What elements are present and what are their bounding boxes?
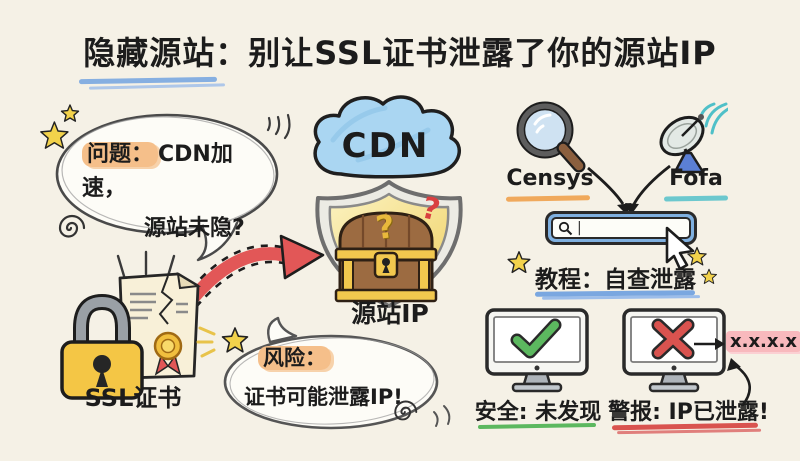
safe-monitor-icon <box>485 308 589 393</box>
ip-arrow-icon <box>694 338 725 350</box>
ssl-cert-caption: SSL证书 <box>84 384 182 412</box>
star-icon <box>687 246 707 266</box>
converging-arrows-icon <box>587 164 671 215</box>
sound-waves-icon <box>266 113 291 140</box>
alert-monitor-icon <box>622 308 726 393</box>
risk-label: 风险： <box>258 346 331 370</box>
search-input[interactable]: | <box>551 217 691 239</box>
problem-line2: 源站未隐? <box>144 216 245 242</box>
fofa-label: Fofa <box>669 166 723 191</box>
leak-arrow-icon <box>188 234 325 308</box>
curved-up-arrow-icon <box>727 358 751 407</box>
censys-label: Censys <box>506 166 594 191</box>
risk-line2: 证书可能泄露IP! <box>244 384 403 409</box>
satellite-dish-icon <box>659 102 728 174</box>
problem-bubble-text: 问题：CDN加速， 源站未隐? <box>82 138 272 246</box>
sparkle-stars-icon <box>40 104 80 149</box>
doodle-spiral-icon <box>394 400 418 421</box>
star-icon <box>221 327 249 353</box>
rays-icon <box>116 250 176 278</box>
page-title: 隐藏源站：别让SSL证书泄露了你的源站IP <box>0 28 800 74</box>
star-icon <box>507 251 531 274</box>
problem-label: 问题： <box>82 142 159 167</box>
star-icon <box>701 268 717 284</box>
magnifier-icon <box>516 101 586 173</box>
censys-underline <box>505 195 591 202</box>
mouse-cursor-icon <box>665 226 695 270</box>
padlock-icon <box>60 293 144 400</box>
risk-bubble-text: 风险： 证书可能泄露IP! <box>244 342 443 413</box>
cdn-label: CDN <box>341 126 430 166</box>
tutorial-caption: 教程：自查泄露 <box>535 267 696 293</box>
tutorial-underline <box>534 290 696 297</box>
burst-lines-icon <box>196 326 216 358</box>
title-rest: ：别让SSL证书泄露了你的源站IP <box>215 34 717 72</box>
doodle-spiral-icon <box>58 214 86 238</box>
origin-ip-caption: 源站IP <box>351 299 429 328</box>
safe-underline <box>477 422 597 430</box>
text-cursor: | <box>577 220 582 236</box>
cdn-cloud-icon <box>313 95 462 179</box>
treasure-chest-icon <box>334 211 438 303</box>
problem-line1: CDN加速， <box>82 142 233 202</box>
safe-result-label: 安全: 未发现 <box>474 400 602 425</box>
title-highlighted-part: 隐藏源站 <box>83 28 215 74</box>
search-icon <box>558 221 573 235</box>
leaked-ip-value: x.x.x.x <box>726 331 800 352</box>
